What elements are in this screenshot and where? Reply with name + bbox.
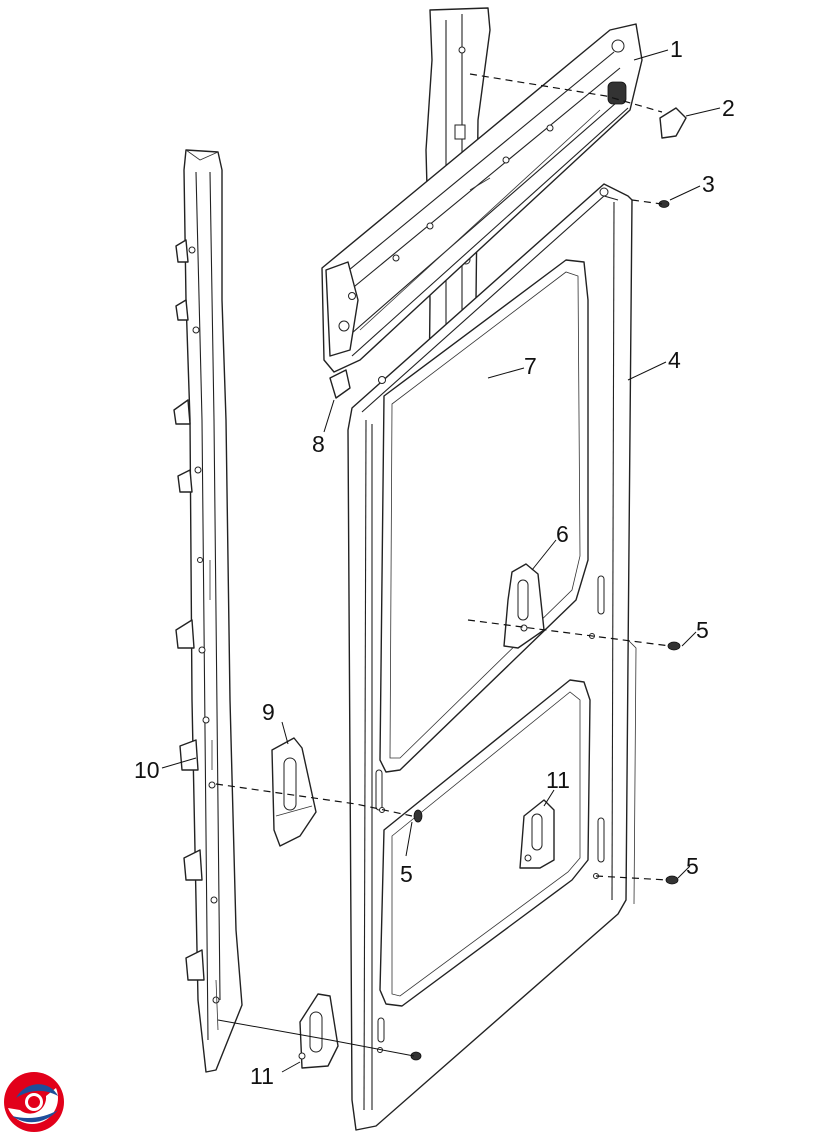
callout-7: 7	[524, 353, 537, 379]
callout-5-middle: 5	[400, 861, 413, 887]
part-9-bracket	[271, 737, 317, 847]
screw-5-lower	[665, 875, 679, 885]
callout-11-upper: 11	[546, 767, 570, 793]
callout-1: 1	[670, 36, 683, 62]
callout-3: 3	[702, 171, 715, 197]
screw-bottom	[410, 1051, 422, 1061]
part-1-hinge-rail	[321, 23, 643, 373]
callout-5-upper: 5	[696, 617, 709, 643]
callout-5-lower: 5	[686, 853, 699, 879]
leader-lines	[161, 49, 721, 1073]
part-4-door-panel	[347, 183, 637, 1131]
screw-5-middle	[413, 809, 423, 823]
callout-11-lower: 11	[250, 1063, 274, 1089]
part-6-hinge-bracket	[503, 563, 545, 649]
part-2-end-cap	[659, 107, 687, 139]
callout-2: 2	[722, 95, 735, 121]
screw-5-upper	[667, 641, 681, 651]
part-8-latch	[329, 369, 351, 399]
brand-logo-icon	[4, 1072, 64, 1132]
callout-9: 9	[262, 699, 275, 725]
callout-4: 4	[668, 347, 681, 373]
callout-6: 6	[556, 521, 569, 547]
part-10-side-rail	[173, 149, 243, 1073]
callout-10: 10	[134, 757, 160, 783]
part-11-bracket-lower	[298, 993, 339, 1069]
callout-8: 8	[312, 431, 325, 457]
part-11-bracket-upper	[519, 799, 555, 869]
assembly-lines	[215, 73, 671, 1057]
